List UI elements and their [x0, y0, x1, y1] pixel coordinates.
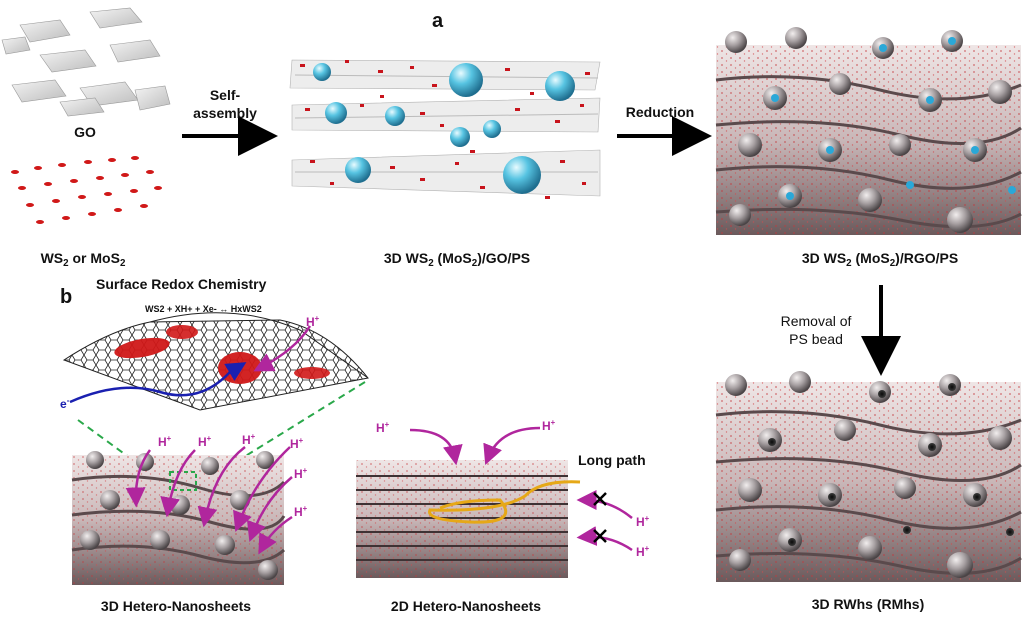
ws2-sub-1: 2	[63, 258, 69, 269]
surface-redox-title: Surface Redox Chemistry	[96, 276, 267, 292]
proton-label-3d-4: H+	[290, 436, 303, 451]
hexagonal-sheet-illustration	[62, 312, 369, 479]
panel-a-label: a	[432, 10, 444, 32]
proton-symbol-3d-5: H	[294, 467, 303, 481]
ws2-label-mid: or MoS	[68, 250, 120, 266]
rwhs-stack-illustration	[715, 371, 1022, 582]
proton-symbol-sheet: H	[306, 315, 315, 329]
redox-equation: WS2 + XH+ + Xe- ↔ HxWS2	[145, 304, 262, 314]
proton-sup-2d-3: +	[644, 514, 650, 523]
final-label: 3D RWhs (RMhs)	[811, 596, 925, 612]
proton-label-3d-6: H+	[294, 504, 307, 519]
self-assembly-line-2: assembly	[193, 105, 257, 121]
go-sheets-illustration	[1, 7, 171, 117]
ws2-label-main: WS	[40, 250, 64, 266]
proton-sup-3d-6: +	[302, 504, 308, 513]
proton-sup-sheet: +	[314, 314, 320, 323]
proton-symbol-2d-3: H	[636, 515, 645, 529]
reduction-label: Reduction	[625, 104, 695, 120]
proton-sup-3d-4: +	[298, 436, 304, 445]
ws2-mos2-label: WS2 or MoS2	[41, 250, 126, 269]
proton-symbol-2d-2: H	[542, 419, 551, 433]
proton-label-2d-1: H+	[376, 420, 389, 435]
rgo-ps-stack-illustration	[715, 27, 1022, 235]
go-ps-composite-illustration	[289, 59, 601, 199]
proton-sup-3d-3: +	[250, 432, 256, 441]
proton-symbol-3d-3: H	[242, 433, 251, 447]
hetero-3d-illustration	[71, 446, 293, 585]
proton-sup-2d-4: +	[644, 544, 650, 553]
composite-end: )/GO/PS	[477, 250, 531, 266]
go-label: GO	[74, 124, 96, 140]
reduced-end: )/RGO/PS	[895, 250, 959, 266]
proton-label-2d-3: H+	[636, 514, 649, 529]
proton-symbol-3d-6: H	[294, 505, 303, 519]
reduced-mid: (MoS	[851, 250, 890, 266]
proton-label-3d-1: H+	[158, 434, 171, 449]
ws2-sub-2: 2	[119, 258, 126, 269]
composite-sub-2: 2	[471, 258, 478, 269]
reduced-sub-2: 2	[889, 258, 896, 269]
hetero-3d-label: 3D Hetero-Nanosheets	[100, 598, 252, 614]
proton-sup-3d-5: +	[302, 466, 308, 475]
panel-b-label: b	[60, 286, 73, 308]
proton-label-2d-4: H+	[636, 544, 649, 559]
reduced-sub-1: 2	[846, 258, 852, 269]
electron-label: e-	[60, 396, 69, 411]
proton-label-2d-2: H+	[542, 418, 555, 433]
proton-symbol-3d-1: H	[158, 435, 167, 449]
proton-label-3d-3: H+	[242, 432, 255, 447]
electron-symbol: e	[60, 397, 67, 411]
reduced-main: 3D WS	[801, 250, 847, 266]
composite-mid: (MoS	[433, 250, 472, 266]
proton-label-sheet: H+	[306, 314, 319, 329]
removal-label: Removal of PS bead	[781, 312, 852, 348]
proton-sup-3d-1: +	[166, 434, 172, 443]
proton-symbol-2d-4: H	[636, 545, 645, 559]
proton-symbol-3d-4: H	[290, 437, 299, 451]
hetero-2d-illustration	[356, 426, 633, 578]
proton-symbol-3d-2: H	[198, 435, 207, 449]
composite-main: 3D WS	[383, 250, 429, 266]
proton-label-3d-5: H+	[294, 466, 307, 481]
proton-label-3d-2: H+	[198, 434, 211, 449]
removal-line-1: Removal of	[780, 313, 852, 329]
composite-label: 3D WS2 (MoS2)/GO/PS	[384, 250, 530, 269]
proton-symbol-2d-1: H	[376, 421, 385, 435]
self-assembly-line-1: Self-	[209, 87, 241, 103]
self-assembly-label: Self- assembly	[193, 86, 257, 122]
ws2-flakes-illustration	[11, 156, 162, 224]
hetero-2d-label: 2D Hetero-Nanosheets	[390, 598, 542, 614]
proton-sup-3d-2: +	[206, 434, 212, 443]
removal-line-2: PS bead	[789, 331, 843, 347]
long-path-label: Long path	[578, 452, 646, 468]
electron-sup: -	[66, 396, 70, 405]
composite-sub-1: 2	[428, 258, 434, 269]
proton-sup-2d-2: +	[550, 418, 556, 427]
proton-sup-2d-1: +	[384, 420, 390, 429]
reduced-label: 3D WS2 (MoS2)/RGO/PS	[802, 250, 958, 269]
